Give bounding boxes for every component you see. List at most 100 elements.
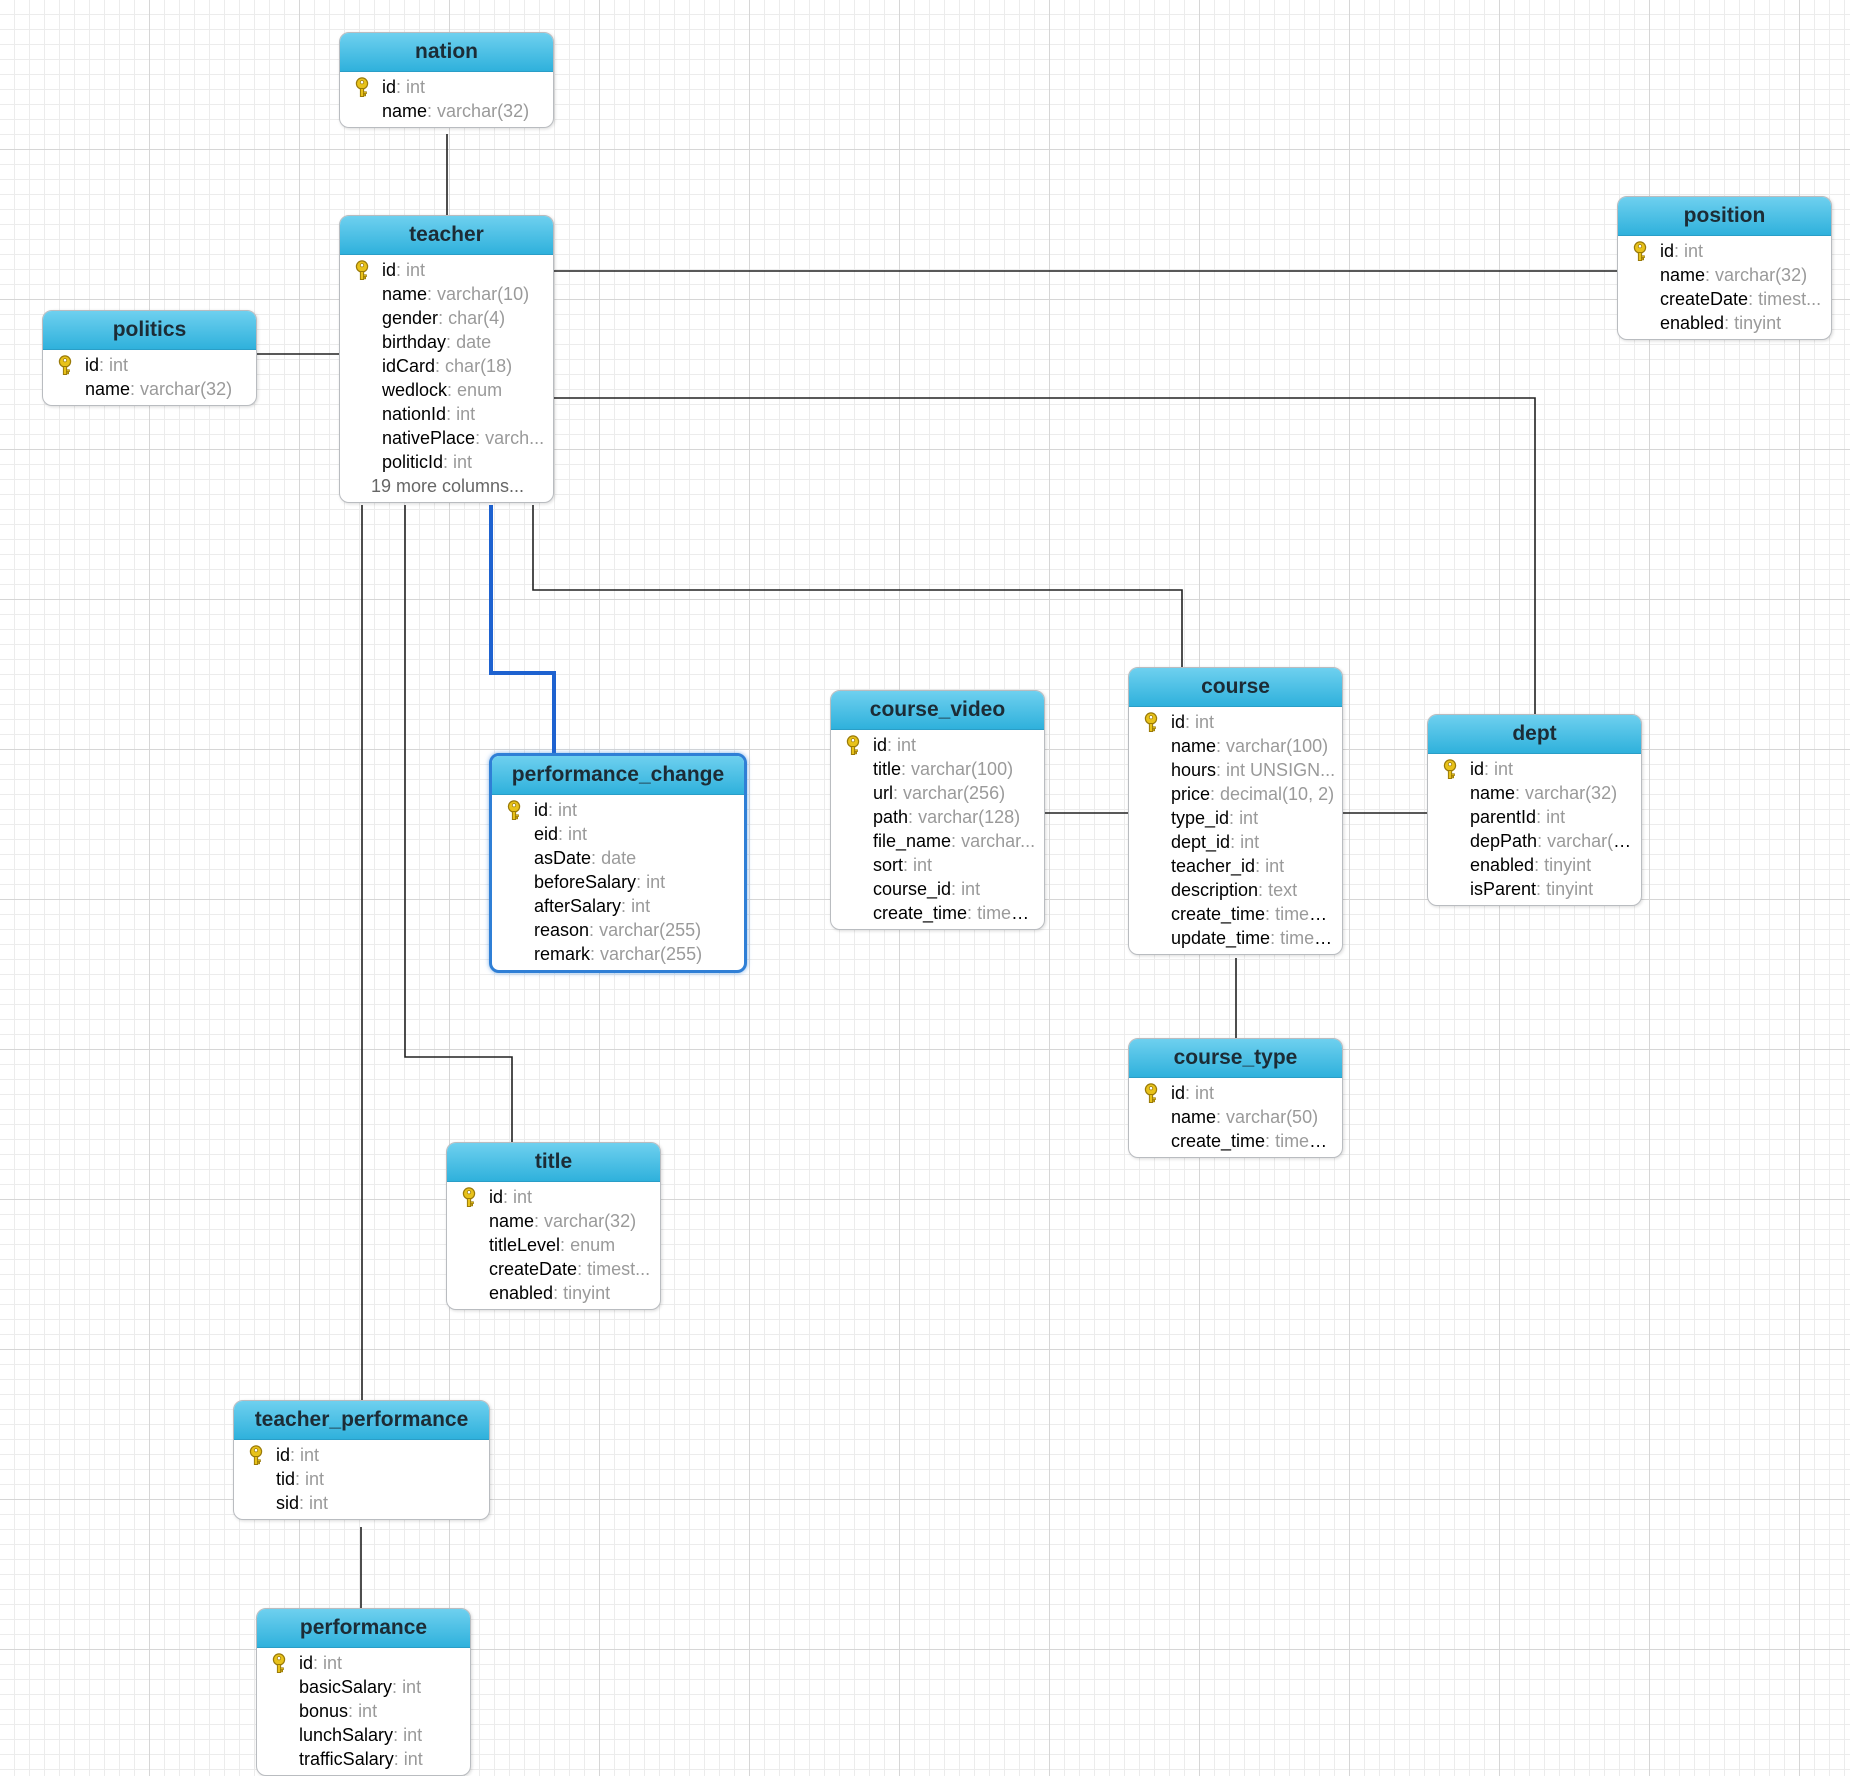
- column-row[interactable]: beforeSalary: int: [492, 870, 744, 894]
- column-row[interactable]: gender: char(4): [340, 306, 553, 330]
- column-row[interactable]: bonus: int: [257, 1699, 470, 1723]
- column-row[interactable]: enabled: tinyint: [1618, 311, 1831, 335]
- primary-key-column[interactable]: id: int: [1129, 1081, 1342, 1105]
- primary-key-column[interactable]: id: int: [43, 353, 256, 377]
- column-row[interactable]: course_id: int: [831, 877, 1044, 901]
- table-header[interactable]: course: [1129, 668, 1342, 707]
- primary-key-column[interactable]: id: int: [447, 1185, 660, 1209]
- primary-key-column[interactable]: id: int: [492, 798, 744, 822]
- column-type: tinyint: [563, 1283, 611, 1303]
- column-row[interactable]: trafficSalary: int: [257, 1747, 470, 1771]
- relationship-line[interactable]: [404, 505, 513, 1142]
- column-row[interactable]: name: varchar(32): [43, 377, 256, 401]
- table-header[interactable]: teacher: [340, 216, 553, 255]
- column-row[interactable]: sort: int: [831, 853, 1044, 877]
- column-row[interactable]: remark: varchar(255): [492, 942, 744, 966]
- column-row[interactable]: name: varchar(10): [340, 282, 553, 306]
- table-header[interactable]: performance_change: [492, 756, 744, 795]
- more-columns-link[interactable]: 19 more columns...: [371, 476, 525, 496]
- table-header[interactable]: performance: [257, 1609, 470, 1648]
- column-row[interactable]: file_name: varchar...: [831, 829, 1044, 853]
- column-row[interactable]: dept_id: int: [1129, 830, 1342, 854]
- column-row[interactable]: birthday: date: [340, 330, 553, 354]
- column-row[interactable]: name: varchar(32): [447, 1209, 660, 1233]
- primary-key-column[interactable]: id: int: [1618, 239, 1831, 263]
- column-row[interactable]: tid: int: [234, 1467, 489, 1491]
- column-row[interactable]: parentId: int: [1428, 805, 1641, 829]
- column-row[interactable]: create_time: timest...: [831, 901, 1044, 925]
- column-row[interactable]: name: varchar(50): [1129, 1105, 1342, 1129]
- column-row[interactable]: asDate: date: [492, 846, 744, 870]
- column-row[interactable]: name: varchar(32): [340, 99, 553, 123]
- type-separator: :: [903, 855, 914, 875]
- column-row[interactable]: nationId: int: [340, 402, 553, 426]
- primary-key-column[interactable]: id: int: [340, 258, 553, 282]
- column-name: name: [85, 379, 131, 399]
- table-header[interactable]: course_video: [831, 691, 1044, 730]
- column-row[interactable]: name: varchar(100): [1129, 734, 1342, 758]
- column-row[interactable]: isParent: tinyint: [1428, 877, 1641, 901]
- relationship-line[interactable]: [532, 505, 1183, 667]
- column-row[interactable]: url: varchar(256): [831, 781, 1044, 805]
- primary-key-column[interactable]: id: int: [1129, 710, 1342, 734]
- column-row[interactable]: hours: int UNSIGN...: [1129, 758, 1342, 782]
- table-header[interactable]: nation: [340, 33, 553, 72]
- table-header[interactable]: teacher_performance: [234, 1401, 489, 1440]
- table-header[interactable]: course_type: [1129, 1039, 1342, 1078]
- column-row[interactable]: enabled: tinyint: [1428, 853, 1641, 877]
- column-row[interactable]: path: varchar(128): [831, 805, 1044, 829]
- column-type: int: [646, 872, 666, 892]
- column-type: varchar(50): [1226, 1107, 1319, 1127]
- column-row[interactable]: description: text: [1129, 878, 1342, 902]
- column-row[interactable]: basicSalary: int: [257, 1675, 470, 1699]
- table-header[interactable]: dept: [1428, 715, 1641, 754]
- column-row[interactable]: title: varchar(100): [831, 757, 1044, 781]
- table-header[interactable]: politics: [43, 311, 256, 350]
- column-row[interactable]: enabled: tinyint: [447, 1281, 660, 1305]
- column-row[interactable]: type_id: int: [1129, 806, 1342, 830]
- column-row[interactable]: wedlock: enum: [340, 378, 553, 402]
- column-row[interactable]: name: varchar(32): [1618, 263, 1831, 287]
- column-row[interactable]: sid: int: [234, 1491, 489, 1515]
- column-row[interactable]: teacher_id: int: [1129, 854, 1342, 878]
- column-row[interactable]: create_time: timest...: [1129, 902, 1342, 926]
- column-row[interactable]: createDate: timest...: [1618, 287, 1831, 311]
- primary-key-column[interactable]: id: int: [340, 75, 553, 99]
- primary-key-column[interactable]: id: int: [1428, 757, 1641, 781]
- column-row[interactable]: titleLevel: enum: [447, 1233, 660, 1257]
- column-row[interactable]: nativePlace: varch...: [340, 426, 553, 450]
- primary-key-column[interactable]: id: int: [234, 1443, 489, 1467]
- column-row[interactable]: reason: varchar(255): [492, 918, 744, 942]
- relationship-line[interactable]: [554, 397, 1536, 714]
- column-row[interactable]: update_time: times...: [1129, 926, 1342, 950]
- primary-key-column[interactable]: id: int: [257, 1651, 470, 1675]
- column-row[interactable]: depPath: varchar(2...: [1428, 829, 1641, 853]
- relationship-line-selected[interactable]: [489, 505, 556, 753]
- table-header[interactable]: title: [447, 1143, 660, 1182]
- column-row[interactable]: politicId: int: [340, 450, 553, 474]
- column-row[interactable]: create_time: timest...: [1129, 1129, 1342, 1153]
- column-row[interactable]: idCard: char(18): [340, 354, 553, 378]
- primary-key-column[interactable]: id: int: [831, 733, 1044, 757]
- column-row[interactable]: lunchSalary: int: [257, 1723, 470, 1747]
- column-row[interactable]: eid: int: [492, 822, 744, 846]
- column-row[interactable]: price: decimal(10, 2): [1129, 782, 1342, 806]
- column-row[interactable]: name: varchar(32): [1428, 781, 1641, 805]
- column-row[interactable]: afterSalary: int: [492, 894, 744, 918]
- column-name: create_time: [1171, 1131, 1266, 1151]
- column-row[interactable]: createDate: timest...: [447, 1257, 660, 1281]
- table-header[interactable]: position: [1618, 197, 1831, 236]
